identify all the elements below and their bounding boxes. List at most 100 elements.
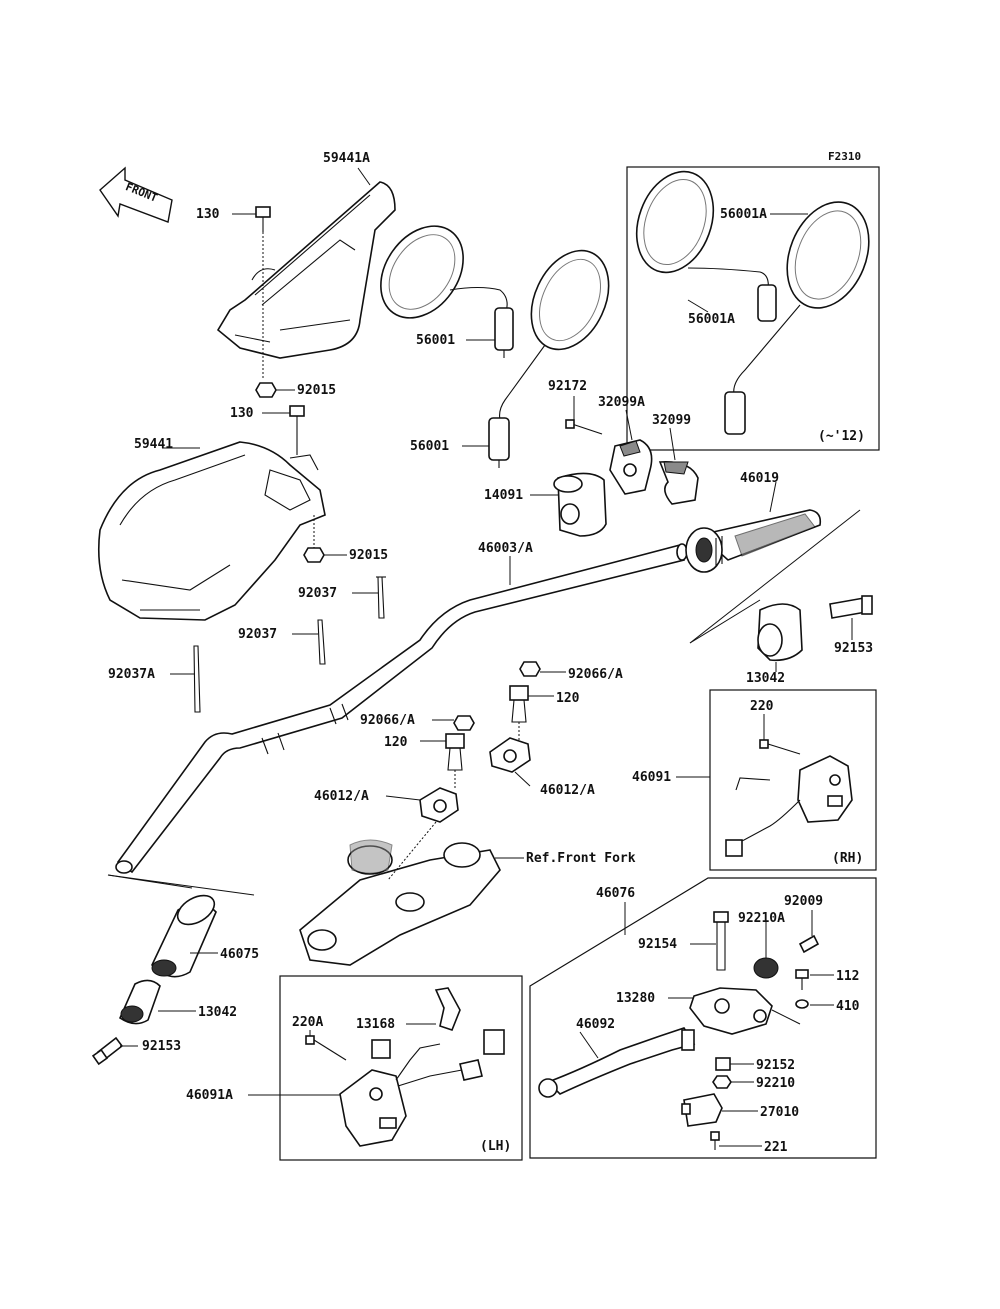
label-120-top: 120	[556, 691, 580, 706]
label-92210: 92210	[756, 1076, 795, 1091]
label-120-lower: 120	[384, 735, 408, 750]
label-ref-front-fork: Ref.Front Fork	[526, 851, 636, 866]
strap-92037-a	[376, 576, 386, 619]
label-92153-left: 92153	[142, 1039, 181, 1054]
washer-410	[795, 999, 809, 1009]
bolt-120-lower	[445, 733, 465, 771]
bolt-92154	[713, 911, 729, 971]
switch-27010	[681, 1093, 723, 1127]
label-59441: 59441	[134, 437, 173, 452]
label-46003A: 46003/A	[478, 541, 533, 556]
lh-label: (LH)	[480, 1139, 511, 1154]
mirror-variant-box	[626, 166, 880, 451]
screw-221	[710, 1131, 720, 1150]
screw-220A	[305, 1035, 347, 1061]
mirror-56001-lower	[488, 249, 610, 468]
bar-end-13042-right	[757, 603, 803, 662]
mirror-56001A-right	[724, 201, 870, 435]
nut-92015-lower	[303, 547, 325, 563]
hand-guard-59441A	[216, 181, 396, 359]
front-arrow-icon: FRONT	[99, 166, 173, 223]
label-46091A: 46091A	[186, 1088, 233, 1103]
throttle-housing-32099	[658, 461, 699, 505]
label-92153-right: 92153	[834, 641, 873, 656]
label-14091: 14091	[484, 488, 523, 503]
nut-92210	[712, 1075, 732, 1089]
holder-46012A-left	[419, 787, 459, 823]
bolt-130-top	[255, 206, 271, 232]
label-13168: 13168	[356, 1017, 395, 1032]
label-13042-left: 13042	[198, 1005, 237, 1020]
bolt-120-top	[509, 685, 529, 723]
label-92015-lower: 92015	[349, 548, 388, 563]
cover-14091	[553, 472, 607, 537]
label-92015-top: 92015	[297, 383, 336, 398]
grip-46075	[107, 874, 255, 978]
label-46076: 46076	[596, 886, 635, 901]
collar-92152	[715, 1057, 731, 1071]
lh-switch-box	[279, 975, 523, 1161]
label-92037A: 92037A	[108, 667, 155, 682]
rh-switch-box	[709, 689, 877, 871]
label-27010: 27010	[760, 1105, 799, 1120]
label-220: 220	[750, 699, 774, 714]
diagram-code: F2310	[828, 150, 861, 163]
label-92066A-top: 92066/A	[568, 667, 623, 682]
label-46092: 46092	[576, 1017, 615, 1032]
label-59441A: 59441A	[323, 151, 370, 166]
clutch-lever-46092	[538, 1027, 696, 1098]
label-92037-a: 92037	[298, 586, 337, 601]
clutch-holder-13280	[689, 987, 801, 1035]
strap-92037-b	[317, 619, 326, 665]
mirror-56001-upper	[380, 225, 514, 358]
bolt-130-lower	[289, 405, 305, 455]
label-46075: 46075	[220, 947, 259, 962]
handlebar-46003A	[115, 543, 688, 874]
label-56001-upper: 56001	[416, 333, 455, 348]
screw-220	[759, 739, 801, 755]
nut-92015-top	[255, 382, 277, 398]
screw-92172	[565, 419, 603, 435]
label-130-top: 130	[196, 207, 220, 222]
mirror-56001A-left	[635, 170, 777, 322]
label-130-lower: 130	[230, 406, 254, 421]
label-32099A: 32099A	[598, 395, 645, 410]
label-92154: 92154	[638, 937, 677, 952]
screw-92009	[798, 934, 820, 954]
label-112: 112	[836, 969, 859, 984]
label-32099: 32099	[652, 413, 691, 428]
lever-13168	[434, 987, 461, 1031]
label-46012A-right: 46012/A	[540, 783, 595, 798]
label-46019: 46019	[740, 471, 779, 486]
label-46091-rh: 46091	[632, 770, 671, 785]
throttle-housing-32099A	[609, 439, 653, 495]
label-92009: 92009	[784, 894, 823, 909]
upper-triple-clamp	[299, 839, 501, 966]
label-13042-right: 13042	[746, 671, 785, 686]
label-56001A-top: 56001A	[720, 207, 767, 222]
label-92210A: 92210A	[738, 911, 785, 926]
hand-guard-59441	[97, 441, 326, 621]
nut-92066A-top	[519, 661, 541, 677]
rh-label: (RH)	[832, 851, 863, 866]
label-13280: 13280	[616, 991, 655, 1006]
bar-end-13042-left	[118, 979, 161, 1025]
screw-112	[795, 969, 809, 990]
label-46012A-left: 46012/A	[314, 789, 369, 804]
switch-46091-rh	[725, 755, 853, 857]
clutch-assembly-box	[529, 877, 877, 1159]
label-56001-lower: 56001	[410, 439, 449, 454]
bolt-92153-right	[829, 595, 873, 619]
label-92172: 92172	[548, 379, 587, 394]
label-220A: 220A	[292, 1015, 323, 1030]
strap-92037A	[193, 645, 201, 713]
variant-label: (~'12)	[818, 429, 865, 444]
holder-46012A-right	[489, 737, 531, 773]
label-410: 410	[836, 999, 860, 1014]
bolt-92153-left	[91, 1036, 124, 1066]
switch-46091A-lh	[339, 1029, 505, 1147]
label-92037-b: 92037	[238, 627, 277, 642]
label-92152: 92152	[756, 1058, 795, 1073]
adjuster-92210A	[753, 957, 779, 979]
